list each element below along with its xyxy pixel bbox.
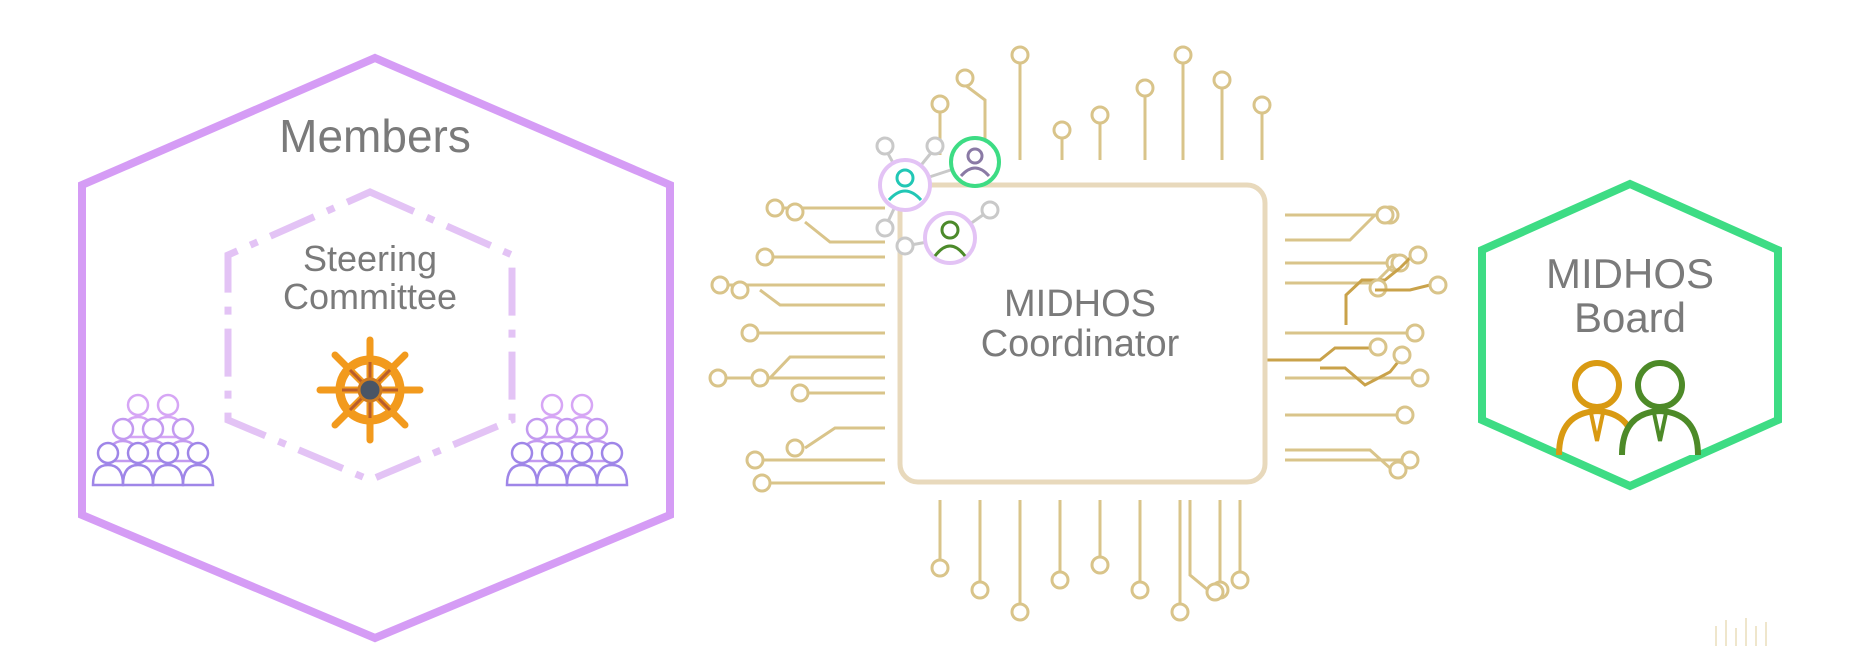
members-title: Members [255, 110, 495, 162]
watermark-icon [1715, 618, 1767, 646]
businessman-icon [1619, 360, 1701, 456]
board-label: MIDHOS Board [1520, 250, 1740, 342]
board-line1: MIDHOS [1546, 250, 1714, 297]
board-line2: Board [1573, 294, 1687, 342]
ship-wheel-icon [316, 336, 424, 444]
circuit-chip-icon [708, 45, 1448, 622]
board-hexagon [1478, 179, 1782, 491]
user-icon [949, 136, 1001, 188]
coordinator-chip [897, 182, 1268, 485]
people-group-icon [505, 393, 629, 487]
steering-line1: Steering [302, 238, 438, 279]
members-hexagon [78, 53, 674, 643]
steering-line2: Committee [282, 275, 458, 317]
members-title-text: Members [279, 110, 471, 162]
coordinator-line2: Coordinator [980, 322, 1180, 365]
people-group-icon [91, 393, 215, 487]
coordinator-label: MIDHOS Coordinator [940, 283, 1220, 365]
coordinator-line1: MIDHOS [1004, 283, 1156, 325]
steering-committee-label: Steering Committee [250, 240, 490, 316]
businessman-icon [923, 211, 977, 265]
user-icon [878, 158, 932, 212]
user-network [875, 136, 1001, 265]
steering-hexagon [224, 188, 516, 484]
